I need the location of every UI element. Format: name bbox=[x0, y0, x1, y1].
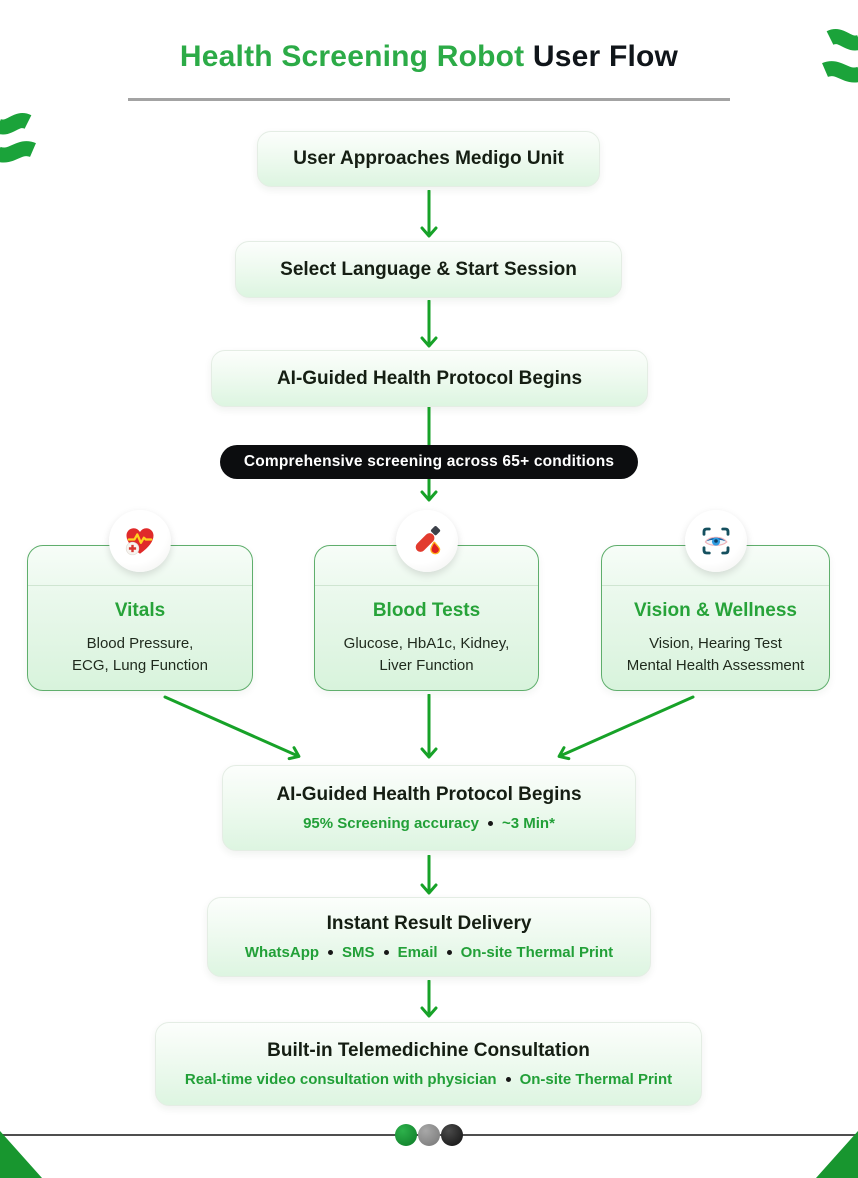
arrow-down-icon bbox=[420, 855, 438, 895]
arrow-diagonal-left-icon bbox=[557, 695, 695, 761]
flow-step-language: Select Language & Start Session bbox=[235, 241, 622, 298]
card-top-band bbox=[315, 546, 538, 586]
card-body: Blood Pressure, ECG, Lung Function bbox=[72, 635, 208, 674]
card-title: Blood Tests bbox=[372, 600, 481, 621]
card-vitals: Vitals Blood Pressure, ECG, Lung Functio… bbox=[27, 545, 253, 691]
arrow-down-icon bbox=[420, 300, 438, 348]
card-title: Vitals bbox=[114, 600, 166, 621]
page-title-rest: User Flow bbox=[524, 40, 679, 73]
corner-decoration bbox=[816, 1131, 858, 1178]
eye-scan-icon bbox=[685, 510, 747, 572]
card-title: Vision & Wellness bbox=[634, 600, 797, 621]
screening-badge: Comprehensive screening across 65+ condi… bbox=[220, 445, 638, 479]
corner-decoration bbox=[0, 1131, 42, 1178]
brand-logo-icon bbox=[822, 29, 858, 83]
brand-logo-icon bbox=[0, 113, 36, 163]
title-divider bbox=[128, 98, 730, 101]
flow-step-label: Instant Result Delivery bbox=[326, 913, 532, 934]
flow-step-label: AI-Guided Health Protocol Begins bbox=[276, 784, 582, 805]
flow-step-protocol-merged: AI-Guided Health Protocol Begins 95% Scr… bbox=[222, 765, 636, 851]
arrow-down-icon bbox=[420, 694, 438, 759]
flow-step-label: AI-Guided Health Protocol Begins bbox=[276, 367, 583, 389]
flow-step-protocol: AI-Guided Health Protocol Begins bbox=[211, 350, 648, 407]
flow-step-approach: User Approaches Medigo Unit bbox=[257, 131, 600, 187]
pagination-dot-1[interactable] bbox=[395, 1124, 417, 1146]
card-top-band bbox=[602, 546, 829, 586]
flow-step-telemedicine: Built-in Telemedichine Consultation Real… bbox=[155, 1022, 702, 1106]
page-title: Health Screening Robot User Flow bbox=[0, 40, 858, 74]
page-title-accent: Health Screening Robot bbox=[179, 40, 525, 73]
arrow-diagonal-right-icon bbox=[163, 695, 301, 761]
flow-step-label: Select Language & Start Session bbox=[280, 258, 577, 280]
arrow-down-icon bbox=[420, 980, 438, 1018]
flow-step-label: User Approaches Medigo Unit bbox=[293, 148, 564, 169]
screening-badge-label: Comprehensive screening across 65+ condi… bbox=[243, 453, 615, 470]
arrow-down-icon bbox=[420, 190, 438, 238]
card-body: Vision, Hearing Test Mental Health Asses… bbox=[626, 635, 805, 674]
card-body: Glucose, HbA1c, Kidney, Liver Function bbox=[343, 635, 510, 674]
pagination-dot-3[interactable] bbox=[441, 1124, 463, 1146]
card-top-band bbox=[28, 546, 252, 586]
blood-test-icon bbox=[396, 510, 458, 572]
protocol-stats: 95% Screening accuracy~3 Min* bbox=[303, 815, 555, 832]
heart-pulse-icon bbox=[109, 510, 171, 572]
flow-step-label: Built-in Telemedichine Consultation bbox=[267, 1040, 590, 1061]
pagination-dot-2[interactable] bbox=[418, 1124, 440, 1146]
telemedicine-features: Real-time video consultation with physic… bbox=[184, 1071, 673, 1088]
